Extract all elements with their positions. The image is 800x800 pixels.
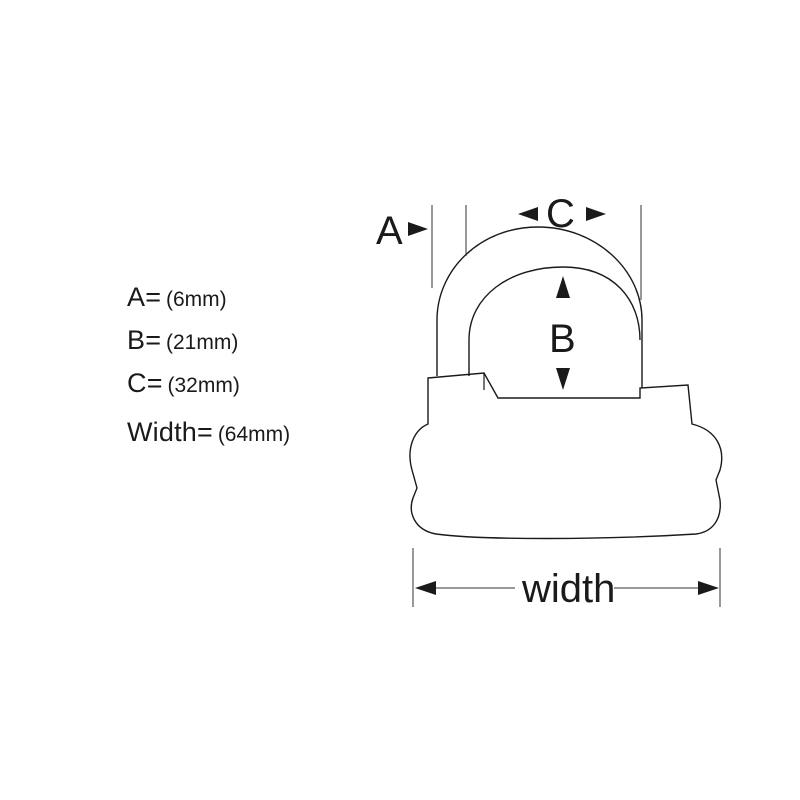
dimension-a-label: A: [376, 209, 403, 253]
spec-row-c: C = (32mm): [127, 368, 290, 411]
spec-equals-c: =: [146, 368, 163, 398]
shackle-outer-outline: [436, 226, 643, 388]
spec-key-width: Width: [127, 417, 198, 447]
spec-row-a: A = (6mm): [127, 282, 290, 325]
dimension-a-arrow-icon: [408, 222, 428, 236]
spec-row-b: B = (21mm): [127, 325, 290, 368]
shackle-inner-outline: [468, 266, 641, 376]
spec-value-a: (6mm): [166, 288, 227, 311]
padlock-body-outline: [409, 372, 723, 540]
dimension-b-down-arrow-icon: [556, 368, 570, 390]
dimension-c-label: C: [546, 192, 575, 236]
width-dimension-label: width: [521, 567, 615, 611]
dimension-c-right-arrow-icon: [586, 207, 606, 221]
width-left-arrow-icon: [415, 581, 436, 595]
dimension-b-up-arrow-icon: [556, 276, 570, 298]
dimension-b-label: B: [549, 317, 576, 361]
spec-key-a: A: [127, 282, 146, 312]
spec-key-c: C: [127, 368, 147, 398]
spec-value-b: (21mm): [166, 331, 239, 354]
dimension-spec-list: A = (6mm) B = (21mm) C = (32mm) Width = …: [127, 282, 290, 460]
spec-value-width: (64mm): [217, 423, 291, 446]
dimension-c-left-arrow-icon: [518, 207, 538, 221]
spec-equals-b: =: [145, 325, 161, 355]
spec-key-b: B: [127, 325, 146, 355]
spec-value-c: (32mm): [167, 374, 240, 397]
spec-equals-width: =: [197, 417, 213, 447]
spec-equals-a: =: [145, 282, 161, 312]
spec-row-width: Width = (64mm): [127, 417, 290, 460]
width-right-arrow-icon: [698, 581, 719, 595]
